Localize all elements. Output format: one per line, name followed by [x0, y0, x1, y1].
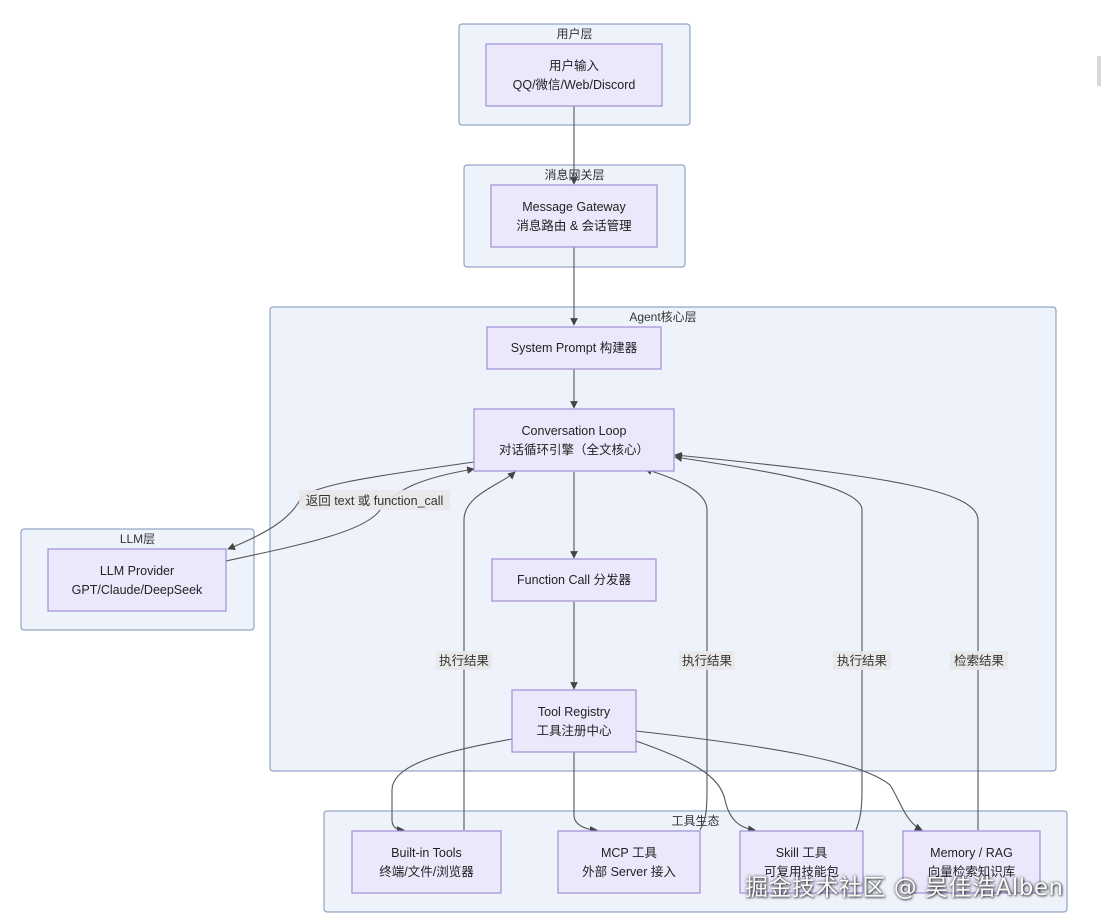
edge-registry-to-mcp [573, 752, 598, 834]
edge-llm-to-loop [225, 466, 475, 562]
svg-text:可复用技能包: 可复用技能包 [764, 865, 839, 879]
node-llm-provider: LLM Provider GPT/Claude/DeepSeek [47, 548, 227, 612]
edge-registry-to-skill [635, 740, 756, 834]
edge-registry-to-memory [635, 730, 923, 831]
node-mcp-tools: MCP 工具 外部 Server 接入 [557, 830, 701, 894]
edge-label-result-skill: 执行结果 [833, 651, 891, 670]
svg-text:Conversation Loop: Conversation Loop [522, 424, 627, 438]
group-title-llm: LLM层 [120, 532, 155, 546]
svg-text:检索结果: 检索结果 [954, 653, 1005, 668]
node-user-input: 用户输入 QQ/微信/Web/Discord [485, 43, 663, 107]
edge-skill-to-loop [674, 454, 863, 831]
node-message-gateway: Message Gateway 消息路由 & 会话管理 [490, 184, 658, 248]
node-tool-registry: Tool Registry 工具注册中心 [511, 689, 637, 753]
svg-text:Message Gateway: Message Gateway [522, 200, 626, 214]
svg-text:LLM Provider: LLM Provider [100, 564, 174, 578]
group-title-tools: 工具生态 [671, 814, 719, 828]
edge-builtin-to-loop [463, 471, 516, 830]
svg-text:向量检索知识库: 向量检索知识库 [928, 864, 1016, 879]
node-system-prompt: System Prompt 构建器 [486, 326, 662, 370]
svg-text:System Prompt 构建器: System Prompt 构建器 [511, 340, 638, 355]
edge-label-result-mcp: 执行结果 [679, 651, 735, 670]
svg-text:Memory / RAG: Memory / RAG [930, 846, 1013, 860]
group-agent-layer: Agent核心层 [269, 306, 1057, 772]
svg-text:对话循环引擎（全文核心）: 对话循环引擎（全文核心） [499, 442, 649, 457]
svg-text:Skill 工具: Skill 工具 [776, 846, 828, 860]
svg-text:工具注册中心: 工具注册中心 [536, 723, 612, 738]
svg-text:执行结果: 执行结果 [682, 654, 733, 668]
svg-text:MCP 工具: MCP 工具 [601, 846, 658, 860]
edge-mcp-to-loop [644, 467, 708, 831]
watermark: 掘金技术社区 @ 吴佳浩Alben [745, 875, 1064, 901]
group-title-agent: Agent核心层 [629, 310, 696, 324]
scrollbar-handle[interactable] [1097, 56, 1101, 86]
svg-text:返回 text 或 function_call: 返回 text 或 function_call [306, 494, 444, 508]
edge-memory-to-loop [674, 451, 979, 830]
svg-text:用户输入: 用户输入 [549, 58, 600, 73]
node-skill-tools: Skill 工具 可复用技能包 [739, 830, 864, 894]
svg-text:Tool Registry: Tool Registry [538, 705, 611, 719]
svg-text:外部 Server 接入: 外部 Server 接入 [582, 864, 676, 879]
group-title-user: 用户层 [556, 26, 592, 41]
edge-label-llm-return: 返回 text 或 function_call [299, 490, 450, 510]
edges [225, 106, 979, 834]
svg-text:Function Call 分发器: Function Call 分发器 [517, 572, 631, 587]
svg-text:执行结果: 执行结果 [439, 654, 490, 668]
node-function-call-dispatcher: Function Call 分发器 [491, 558, 657, 602]
svg-text:消息路由 & 会话管理: 消息路由 & 会话管理 [516, 218, 632, 233]
svg-text:Built-in Tools: Built-in Tools [391, 846, 462, 860]
edge-label-result-memory: 检索结果 [950, 651, 1008, 670]
svg-text:终端/文件/浏览器: 终端/文件/浏览器 [379, 864, 474, 879]
node-builtin-tools: Built-in Tools 终端/文件/浏览器 [351, 830, 502, 894]
edge-registry-to-builtin [391, 738, 513, 834]
svg-text:QQ/微信/Web/Discord: QQ/微信/Web/Discord [513, 78, 636, 92]
edge-label-result-builtin: 执行结果 [436, 651, 492, 670]
svg-text:执行结果: 执行结果 [837, 654, 888, 668]
svg-text:GPT/Claude/DeepSeek: GPT/Claude/DeepSeek [72, 583, 203, 597]
node-memory-rag: Memory / RAG 向量检索知识库 [902, 830, 1041, 894]
node-conversation-loop: Conversation Loop 对话循环引擎（全文核心） [473, 408, 675, 472]
